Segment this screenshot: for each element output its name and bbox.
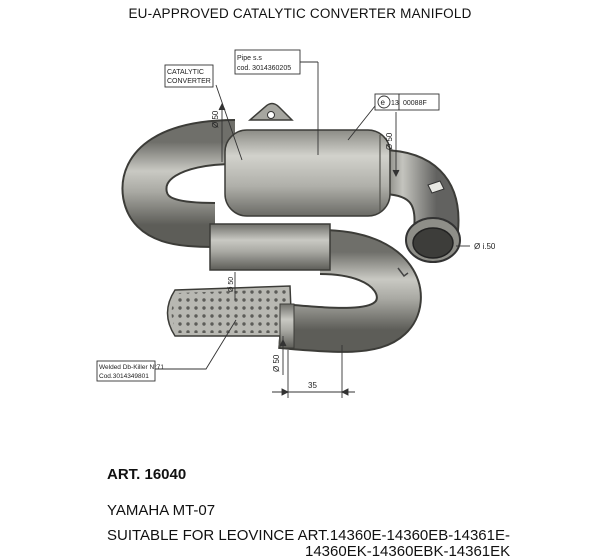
catalytic-callout-line1: CATALYTIC (167, 69, 204, 76)
dimension-outlet: Ø i.50 (474, 242, 496, 251)
upper-bend (121, 119, 236, 248)
dimension-middle: Ø 50 (228, 277, 235, 292)
catalytic-callout-line2: CONVERTER (167, 78, 211, 85)
vehicle-model: YAMAHA MT-07 (107, 502, 216, 519)
manifold-drawing: CATALYTIC CONVERTER Pipe s.s cod. 301436… (96, 49, 496, 398)
pipe-callout-box (234, 49, 301, 75)
outlet-pipe (379, 149, 461, 278)
catalytic-callout-box (164, 64, 214, 88)
dimension-top-left: Ø 50 (211, 110, 220, 128)
dimension-length: 35 (308, 381, 317, 390)
dimension-bottom: Ø 50 (272, 354, 281, 372)
db-killer (166, 285, 295, 349)
pipe-callout-line1: Pipe s.s (237, 55, 262, 62)
compatibility-line-2: 14360EK-14360EBK-14361EK (305, 543, 511, 560)
catalytic-converter-body (224, 102, 391, 217)
article-number: ART. 16040 (107, 466, 187, 483)
pipe-callout-line2: cod. 3014360205 (237, 65, 291, 72)
lower-bend (278, 229, 422, 353)
drawing-title: EU-APPROVED CATALYTIC CONVERTER MANIFOLD (128, 6, 472, 21)
dbkiller-callout-line1: Welded Db-Killer N°71 (99, 363, 164, 371)
homologation-number: 13 (391, 100, 399, 107)
homologation-mark: e 13 00088F (374, 93, 440, 111)
homologation-e: e (381, 98, 386, 107)
dimension-top-right: Ø 50 (385, 132, 394, 150)
dbkiller-callout-line2: Cod.3014349801 (99, 373, 149, 380)
leader-lines (155, 61, 470, 398)
compatibility-line-1: SUITABLE FOR LEOVINCE ART.14360E-14360EB… (107, 527, 510, 544)
homologation-code: 00088F (403, 100, 427, 107)
middle-pipe (209, 223, 331, 271)
dbkiller-callout-box (96, 360, 156, 382)
